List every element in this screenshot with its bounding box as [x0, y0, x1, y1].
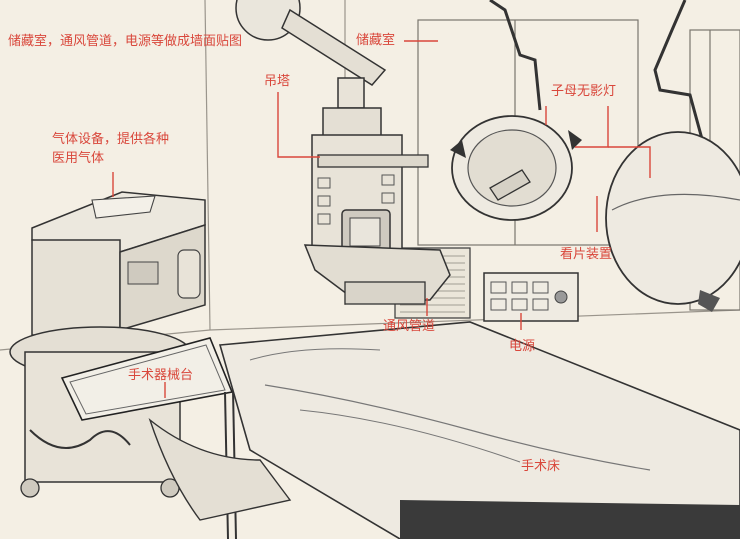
power-supply-label: 电源	[509, 339, 536, 354]
storage-note-label: 储藏室，通风管道，电源等做成墙面贴图	[8, 34, 243, 49]
operating-bed-label: 手术床	[521, 459, 561, 474]
ceiling-pendant	[235, 0, 451, 305]
pendant-label: 吊塔	[264, 74, 291, 89]
shadowless-lamp-label: 子母无影灯	[551, 84, 617, 99]
gas-device-label-line2: 医用气体	[52, 151, 105, 166]
ventilation-duct-label: 通风管道	[383, 319, 436, 334]
instrument-table-label: 手术器械台	[128, 368, 194, 383]
power-outlet-panel	[483, 272, 579, 322]
shadowless-lamp-small	[450, 0, 582, 221]
gas-device-label-line1: 气体设备，提供各种	[52, 132, 170, 147]
storage-room-label: 储藏室	[356, 33, 396, 48]
film-viewer-label: 看片装置	[560, 247, 613, 262]
annotation-leaders	[112, 40, 651, 398]
shadowless-lamp-large	[605, 0, 740, 312]
gas-supply-machine	[9, 191, 206, 498]
operating-bed	[148, 321, 740, 539]
